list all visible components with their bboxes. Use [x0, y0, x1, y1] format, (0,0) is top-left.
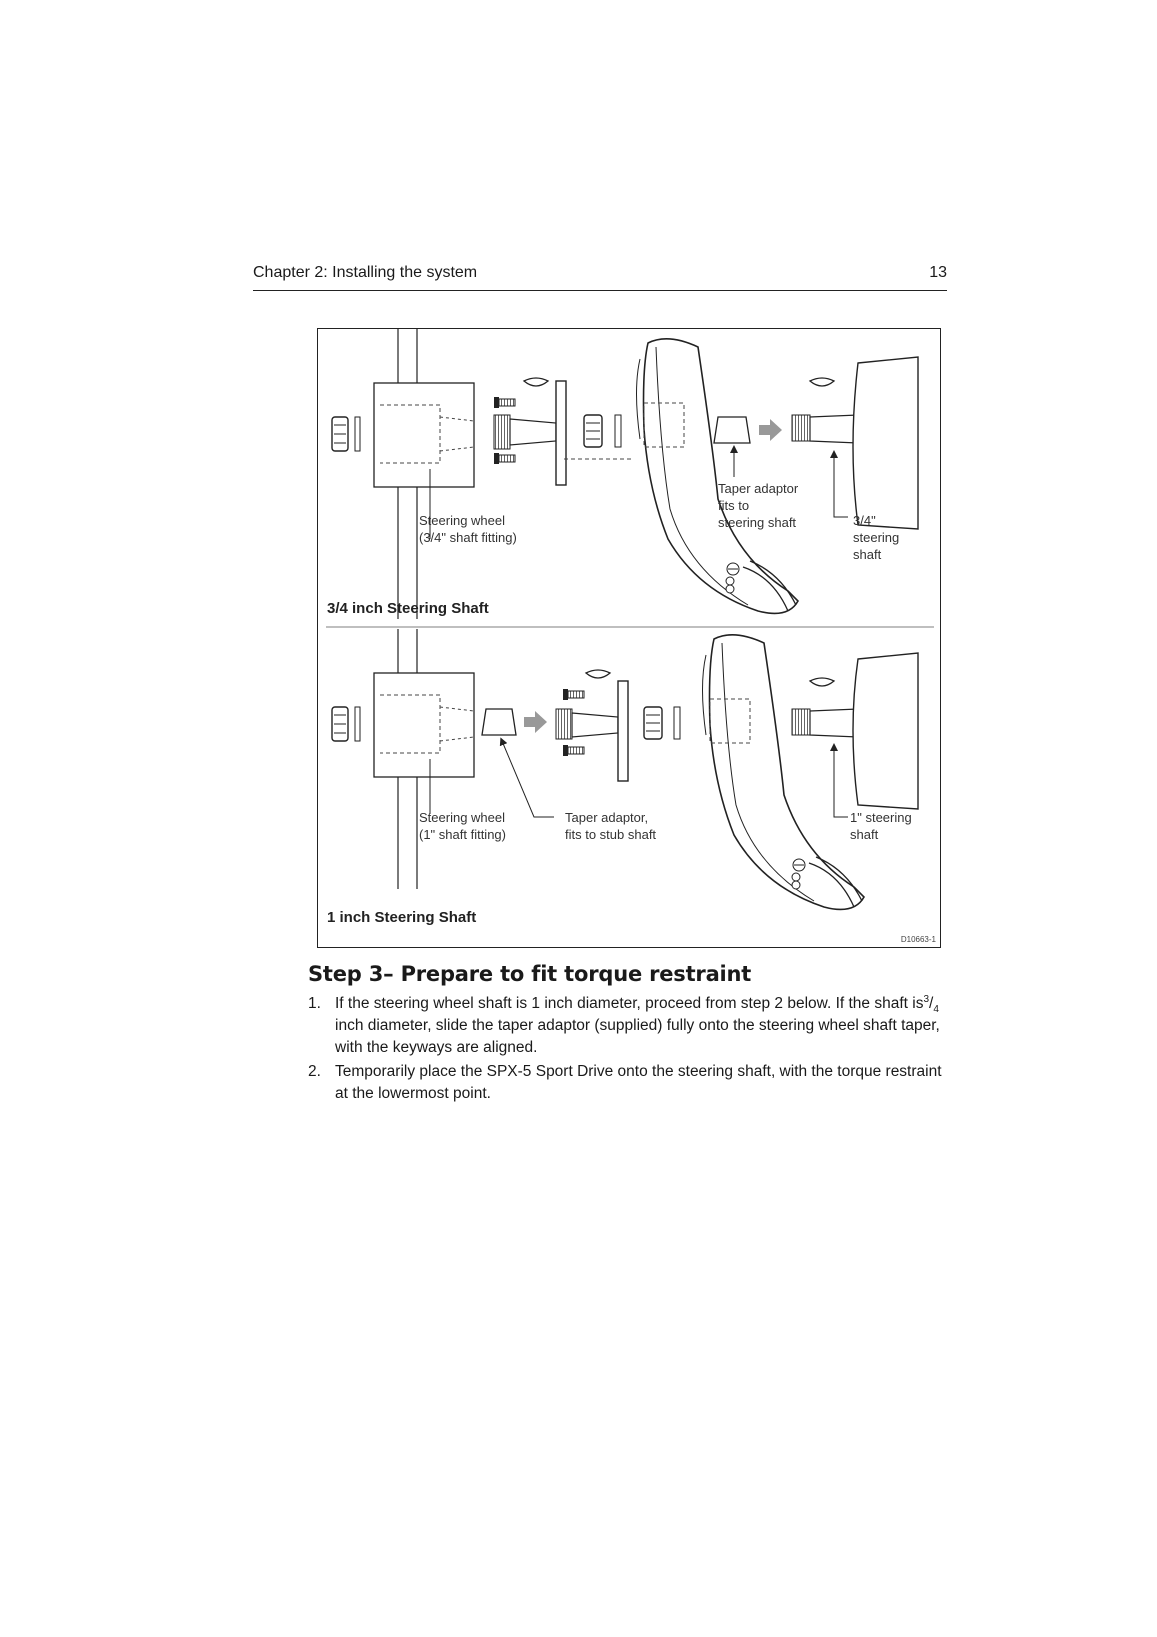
list-item: 1. If the steering wheel shaft is 1 inch… — [308, 993, 948, 1059]
step-number: 2. — [308, 1063, 321, 1080]
step-number: 1. — [308, 995, 321, 1012]
top-shaft-label: 3/4" steering shaft — [853, 513, 900, 562]
top-adaptor-label: Taper adaptor fits to steering shaft — [718, 481, 799, 530]
step-list: 1. If the steering wheel shaft is 1 inch… — [308, 993, 948, 1107]
step-text: Temporarily place the SPX-5 Sport Drive … — [335, 1063, 942, 1102]
bottom-shaft-label: 1" steering shaft — [850, 810, 912, 842]
step-text-b: inch diameter, slide the taper adaptor (… — [335, 1017, 940, 1056]
figure-drawing — [326, 329, 934, 911]
top-panel-title: 3/4 inch Steering Shaft — [327, 600, 489, 617]
bottom-adaptor-label: Taper adaptor, fits to stub shaft — [565, 810, 657, 842]
fraction-separator: / — [929, 995, 934, 1012]
top-wheel-label: Steering wheel (3/4" shaft fitting) — [419, 513, 517, 545]
section-heading: Step 3– Prepare to fit torque restraint — [308, 962, 752, 986]
chapter-title: Chapter 2: Installing the system — [253, 264, 478, 281]
bottom-panel-title: 1 inch Steering Shaft — [327, 909, 477, 926]
fraction-denominator: 4 — [933, 1004, 939, 1016]
page-number: 13 — [929, 264, 947, 281]
step-text-a: If the steering wheel shaft is 1 inch di… — [335, 995, 924, 1012]
installation-figure: Steering wheel (3/4" shaft fitting) Tape… — [317, 328, 941, 948]
fraction-numerator: 3 — [923, 993, 930, 1005]
page-header: Chapter 2: Installing the system 13 — [253, 262, 947, 291]
top-panel-drawing — [331, 329, 919, 619]
bottom-panel-drawing — [331, 629, 919, 911]
figure-id: D10663-1 — [900, 935, 936, 944]
bottom-wheel-label: Steering wheel (1" shaft fitting) — [419, 810, 506, 842]
list-item: 2. Temporarily place the SPX-5 Sport Dri… — [308, 1061, 948, 1105]
